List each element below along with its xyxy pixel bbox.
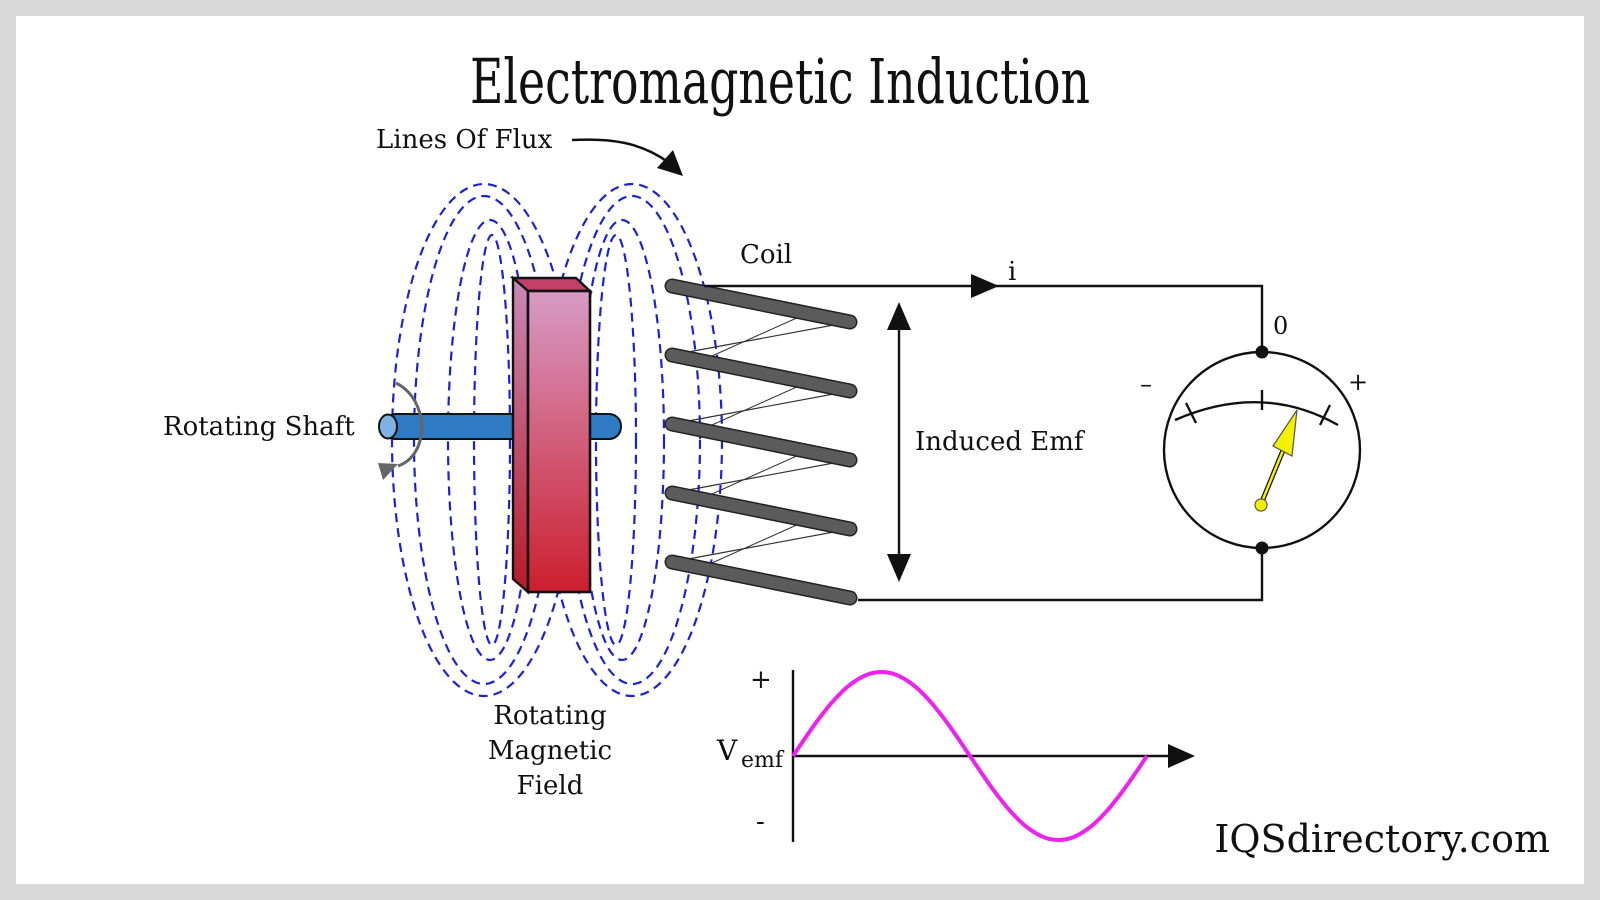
rotating-shaft-label: Rotating Shaft <box>163 412 355 442</box>
rotating-field-label-line1: Rotating <box>493 701 606 731</box>
needle-pivot <box>1254 498 1268 512</box>
coil-back-wire <box>671 321 851 356</box>
coil-turn <box>666 556 856 604</box>
emf-graph <box>791 669 1195 843</box>
rotating-magnet <box>509 275 594 595</box>
meter-zero-label: 0 <box>1273 312 1288 340</box>
flux-pointer-line <box>571 138 669 164</box>
graph-minus-label: - <box>756 807 765 837</box>
shaft-end-cap <box>378 413 398 440</box>
circuit-wire-top <box>704 284 1264 352</box>
coil-turn <box>666 280 856 328</box>
graph-v-subscript: emf <box>741 748 785 773</box>
rotation-arrow-path <box>395 381 424 468</box>
coil-turn <box>666 487 856 535</box>
coil-turn <box>666 349 856 397</box>
coil-back-wire <box>671 390 851 425</box>
galvanometer <box>1162 345 1362 555</box>
rotation-arrowhead <box>378 463 398 480</box>
magnet-side-face <box>511 275 530 595</box>
diagram-title: Electromagnetic Induction <box>470 45 1090 118</box>
magnet-front-face <box>526 289 592 594</box>
meter-tick-right <box>1318 404 1332 426</box>
induced-emf-arrow <box>887 302 911 582</box>
circuit-wire-bottom <box>858 548 1264 602</box>
emf-arrowhead-down <box>887 554 911 582</box>
meter-tick-left <box>1184 402 1198 424</box>
emf-sine-wave <box>791 669 1149 843</box>
meter-scale-arc <box>1174 401 1339 427</box>
rotating-field-label-line2: Magnetic <box>488 736 612 766</box>
induced-emf-label: Induced Emf <box>915 427 1086 457</box>
shaft-left <box>383 413 527 440</box>
meter-plus-label: + <box>1348 368 1368 396</box>
flux-line <box>594 233 638 647</box>
coil-back-wire <box>671 528 851 563</box>
needle-stem <box>1259 447 1286 505</box>
flux-pointer-arrowhead <box>657 150 683 176</box>
coil-turn <box>666 418 856 466</box>
coil-label: Coil <box>740 240 792 270</box>
meter-minus-label: – <box>1140 370 1152 398</box>
lines-of-flux-label: Lines Of Flux <box>376 125 553 155</box>
graph-x-axis-arrowhead <box>1168 744 1195 768</box>
emf-arrowhead-up <box>887 302 911 330</box>
watermark: IQSdirectory.com <box>1214 817 1550 861</box>
meter-terminal-bottom <box>1255 541 1269 555</box>
meter-body <box>1162 350 1362 550</box>
current-label: i <box>1008 257 1016 287</box>
rotating-field-label-line3: Field <box>517 771 584 801</box>
flux-line <box>578 218 666 662</box>
graph-v-label: V <box>716 734 738 767</box>
current-direction-arrow <box>971 274 999 298</box>
coil-back-wire <box>671 459 851 494</box>
coil <box>664 278 858 606</box>
graph-plus-label: + <box>750 665 772 695</box>
meter-terminal-top <box>1255 345 1269 359</box>
needle-arrowhead <box>1272 409 1298 457</box>
